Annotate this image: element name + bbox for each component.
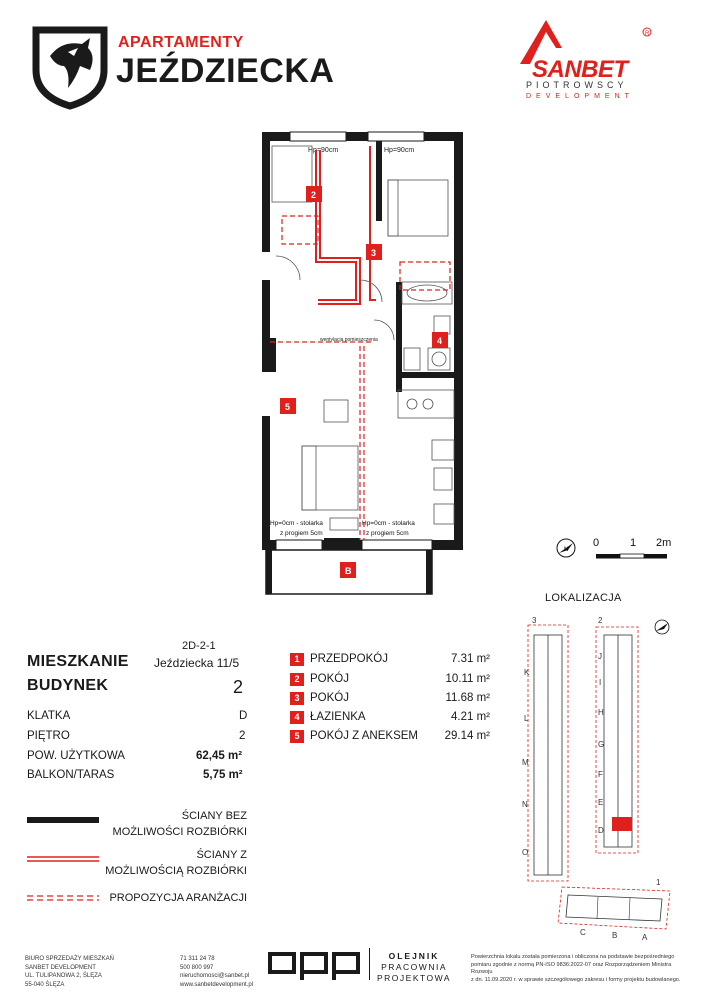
legend-swatches	[27, 817, 99, 901]
svg-text:B: B	[612, 931, 617, 940]
legend-text: MOŻLIWOŚCIĄ ROZBIÓRKI	[105, 865, 247, 877]
room-badge-3: 3	[366, 244, 382, 260]
balcony-badge	[340, 562, 356, 578]
apartment-code: 2D-2-1	[182, 640, 216, 652]
klatka-value: D	[239, 710, 248, 722]
svg-text:N: N	[564, 547, 568, 553]
pow-label: POW. UŻYTKOWA	[27, 750, 125, 762]
room-badge-2: 2	[306, 186, 322, 202]
room-row: 3 POKÓJ 11.68 m²	[290, 692, 490, 708]
legend-text: PROPOZYCJA ARANŻACJI	[109, 892, 247, 904]
svg-text:O: O	[522, 848, 528, 857]
developer-line: DEVELOPMENT	[526, 93, 634, 100]
wall-left-lower	[262, 416, 270, 544]
mieszkanie-label: MIESZKANIE	[27, 653, 129, 670]
balkon-value: 5,75 m²	[203, 769, 243, 781]
location-map: 3 K L M N O 2 J I H G F E D 1 C B A	[522, 616, 671, 942]
wall-room3	[376, 141, 382, 221]
brand-title: JEŹDZIECKA	[116, 52, 335, 90]
balcony-label: B	[345, 566, 352, 576]
wall-right	[454, 132, 463, 550]
balkon-label: BALKON/TARAS	[27, 769, 115, 781]
klatka-label: KLATKA	[27, 710, 71, 722]
floor-plan: Hp=90cm Hp=90cm	[262, 131, 463, 595]
svg-text:G: G	[598, 740, 604, 749]
svg-text:3: 3	[371, 248, 376, 258]
svg-text:K: K	[524, 668, 530, 677]
studio-name: OLEJNIK PRACOWNIA PROJEKTOWA	[377, 951, 452, 983]
svg-text:R: R	[645, 31, 650, 37]
disclaimer: Powierzchnia lokalu została pomierzona i…	[471, 954, 681, 983]
email-link[interactable]: nieruchomosci@sanbet.pl	[180, 973, 250, 979]
apartment-address: Jeździecka 11/5	[154, 656, 240, 670]
budynek-value: 2	[233, 677, 244, 697]
wall-left-upper	[262, 132, 270, 252]
shaft	[262, 338, 276, 372]
svg-text:I: I	[599, 678, 601, 687]
door-note-2a: Hp=0cm - stolarka	[362, 520, 415, 527]
legend-text: MOŻLIWOŚCI ROZBIÓRKI	[112, 826, 247, 838]
svg-text:2: 2	[311, 190, 316, 200]
ventilation-label: wentylacja pomieszczenia	[320, 337, 378, 343]
contact-info: 71 311 24 78 500 800 997 nieruchomosci@s…	[180, 956, 254, 988]
door-note-2b: z progiem 5cm	[366, 530, 409, 537]
svg-text:H: H	[598, 708, 604, 717]
building-2-label: 2	[598, 616, 603, 625]
location-title: LOKALIZACJA	[545, 592, 622, 604]
website-link[interactable]: www.sanbetdevelopment.pl	[180, 981, 254, 988]
svg-text:E: E	[598, 798, 603, 807]
svg-text:A: A	[642, 933, 648, 942]
svg-text:F: F	[598, 770, 603, 779]
scale-bar: N 0 1 2m	[556, 537, 671, 559]
svg-text:M: M	[522, 758, 529, 767]
pietro-label: PIĘTRO	[27, 730, 70, 742]
building-1-label: 1	[656, 878, 661, 887]
north-arrow-icon: N	[556, 538, 576, 558]
svg-text:4: 4	[437, 336, 442, 346]
legend-text: ŚCIANY BEZ	[181, 810, 247, 822]
window-height-label: Hp=90cm	[384, 147, 414, 154]
svg-text:C: C	[580, 928, 586, 937]
pietro-value: 2	[239, 730, 246, 742]
developer-subtitle: PIOTROWSCY	[526, 80, 628, 90]
pow-value: 62,45 m²	[196, 750, 243, 762]
door-note-1a: Hp=0cm - stolarka	[270, 520, 323, 527]
opp-logo-icon	[268, 952, 360, 980]
legend-text: ŚCIANY Z	[196, 849, 247, 861]
building-3-label: 3	[532, 616, 537, 625]
footer-divider	[369, 948, 370, 980]
window-height-label: Hp=90cm	[308, 147, 338, 154]
room-row: 5 POKÓJ Z ANEKSEM 29.14 m²	[290, 730, 490, 746]
scale-tick-0: 0	[593, 537, 599, 549]
sales-office: BIURO SPRZEDAŻY MIESZKAŃ SANBET DEVELOPM…	[25, 956, 114, 988]
horse-logo-icon	[32, 26, 108, 110]
budynek-label: BUDYNEK	[27, 677, 109, 694]
legend-solid-wall	[27, 817, 99, 823]
wall-left-middle	[262, 280, 270, 372]
wall-bath-left	[396, 282, 402, 392]
room-row: 1 PRZEDPOKÓJ 7.31 m²	[290, 653, 490, 669]
scale-tick-2: 2m	[656, 537, 671, 549]
svg-text:D: D	[598, 826, 604, 835]
brand-subtitle: APARTAMENTY	[118, 34, 244, 51]
room-row: 4 ŁAZIENKA 4.21 m²	[290, 711, 490, 727]
sanbet-logo-icon: R	[520, 20, 652, 64]
north-arrow-icon	[654, 619, 670, 635]
room-badge-5: 5	[280, 398, 296, 414]
door-note-1b: z progiem 5cm	[280, 530, 323, 537]
wall-pillar	[324, 538, 360, 550]
svg-text:N: N	[522, 800, 528, 809]
room-row: 2 POKÓJ 10.11 m²	[290, 673, 490, 689]
room-badge-4: 4	[432, 332, 448, 348]
svg-text:J: J	[598, 652, 602, 661]
svg-text:5: 5	[285, 402, 290, 412]
scale-tick-1: 1	[630, 537, 636, 549]
wall-top	[262, 132, 462, 141]
wall-bath-bottom	[396, 372, 462, 378]
apartment-location-marker	[612, 817, 632, 831]
svg-text:L: L	[524, 714, 529, 723]
developer-name: SANBET	[532, 56, 628, 83]
